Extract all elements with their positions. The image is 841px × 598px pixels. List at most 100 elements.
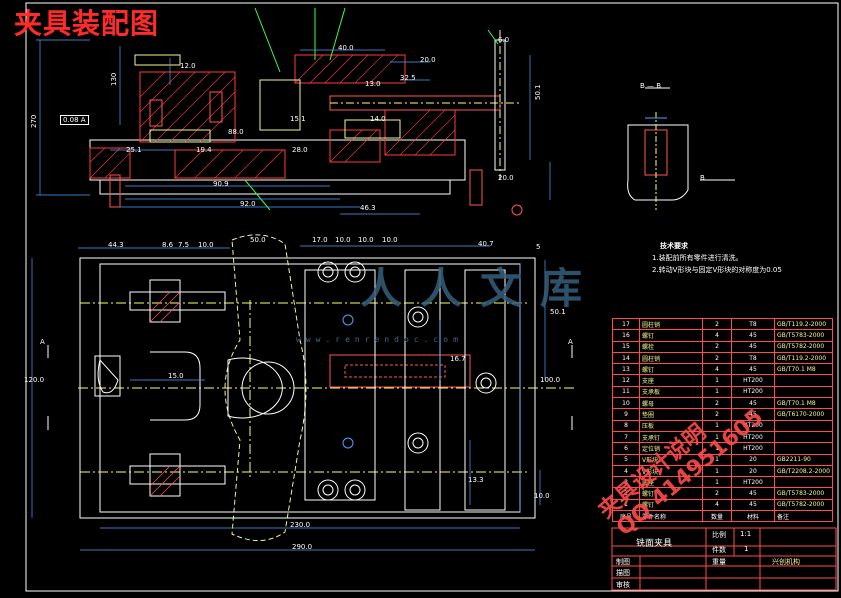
bom-cell: [774, 374, 833, 387]
dimension-label: 13.3: [468, 476, 484, 484]
dimension-label: 40.7: [478, 240, 494, 248]
bom-cell: 2: [702, 317, 732, 331]
dimension-label: 50.0: [250, 236, 266, 244]
bom-cell: 2: [702, 397, 732, 410]
plan-view: [31, 234, 575, 551]
bom-cell: T8: [731, 351, 775, 365]
watermark-url: www.renrendoc.com: [296, 335, 463, 344]
bom-cell: 12: [612, 374, 640, 387]
bom-cell: [774, 442, 833, 455]
bom-cell: 8: [612, 419, 640, 432]
bom-cell: 20: [731, 453, 775, 466]
bom-cell: HT200: [731, 476, 775, 489]
bom-header-cell: 备注: [774, 510, 833, 523]
bom-cell: 螺钉: [639, 363, 703, 376]
dimension-label: 50.1: [534, 84, 542, 100]
technical-notes: 技术要求 1.装配前所有零件进行清洗。 2.转动V形块与固定V形块的对称度为0.…: [652, 240, 782, 276]
bom-cell: 2: [702, 340, 732, 353]
bom-cell: 11: [612, 385, 640, 399]
dimension-label: 10.0: [198, 241, 214, 249]
scale-value: 1:1: [740, 530, 752, 538]
qty-value: 1: [744, 545, 749, 553]
bom-cell: 1: [702, 476, 732, 489]
tolerance-frame: 0.08 A: [60, 115, 89, 125]
dimension-label: 90.9: [213, 180, 229, 188]
title-block-frame: [611, 527, 837, 591]
dimension-label: 25.1: [126, 146, 142, 154]
check-label: 审核: [616, 581, 630, 589]
section-bb: [627, 87, 735, 210]
bom-header-cell: 材料: [731, 510, 775, 523]
bom-cell: 2: [702, 351, 732, 365]
bom-header-cell: 序号: [612, 510, 640, 523]
bom-header-row: 序号零件名称数量材料备注: [612, 510, 833, 523]
bom-cell: 4: [702, 498, 732, 512]
bom-cell: [774, 476, 833, 489]
bom-cell: 14: [612, 351, 640, 365]
dimension-label: 32.5: [400, 74, 416, 82]
dimension-label: 10.0: [382, 236, 398, 244]
section-a-right-label: A: [568, 338, 573, 346]
dimension-label: 230.0: [290, 521, 311, 529]
dimension-label: 100.0: [540, 376, 561, 384]
dimension-label: 10.0: [358, 236, 374, 244]
bom-cell: T8: [731, 317, 775, 331]
dimension-label: 19.4: [196, 146, 212, 154]
bom-cell: 16: [612, 329, 640, 342]
bom-cell: 2: [702, 408, 732, 421]
section-a-left-label: A: [40, 338, 45, 346]
design-label: 描图: [616, 569, 630, 577]
dimension-label: 92.0: [240, 200, 256, 208]
dimension-label: 10.0: [335, 236, 351, 244]
bom-cell: 6: [612, 442, 640, 455]
bom-cell: GB/T119.2-2000: [774, 351, 833, 365]
dimension-label: 120.0: [24, 376, 45, 384]
dimension-label: 17.0: [312, 236, 328, 244]
drawn-label: 制图: [616, 558, 630, 566]
dimension-label: 10.0: [534, 492, 550, 500]
bom-cell: 1: [702, 374, 732, 387]
bom-cell: 圆柱销: [639, 351, 703, 365]
org-name: 兴创机构: [772, 558, 800, 566]
bom-cell: GB/T5782-2000: [774, 340, 833, 353]
section-view-top: [36, 7, 551, 216]
bom-cell: 15: [612, 340, 640, 353]
drawing-title: 夹具装配图: [14, 7, 160, 40]
bom-cell: 45: [731, 340, 775, 353]
bom-cell: 4: [702, 329, 732, 342]
technical-note: 1.装配前所有零件进行清洗。: [652, 254, 743, 262]
bom-cell: 4: [702, 363, 732, 376]
dimension-label: 13.0: [365, 80, 381, 88]
bom-cell: [774, 385, 833, 399]
bom-cell: GB/T6170-2000: [774, 408, 833, 421]
bom-cell: 45: [731, 363, 775, 376]
bom-cell: HT200: [731, 385, 775, 399]
bom-cell: 45: [731, 487, 775, 500]
marker-5-label: 5: [536, 243, 541, 251]
dimension-label: 290.0: [292, 543, 313, 551]
bom-cell: [774, 419, 833, 432]
bom-cell: GB/T5783-2000: [774, 329, 833, 342]
bom-cell: 支座: [639, 374, 703, 387]
dimension-label: 16.7: [450, 355, 466, 363]
bom-header-cell: 数量: [702, 510, 732, 523]
scale-label: 比例: [712, 531, 726, 539]
bom-cell: GB/T5783-2000: [774, 487, 833, 500]
bom-cell: 20: [731, 464, 775, 478]
bom-cell: GB2211-90: [774, 453, 833, 466]
dimension-label: 20.0: [420, 56, 436, 64]
bom-cell: 45: [731, 498, 775, 512]
dimension-label: 20.0: [498, 174, 514, 182]
dimension-label: 88.0: [228, 128, 244, 136]
dimension-label: 15.1: [290, 115, 306, 123]
